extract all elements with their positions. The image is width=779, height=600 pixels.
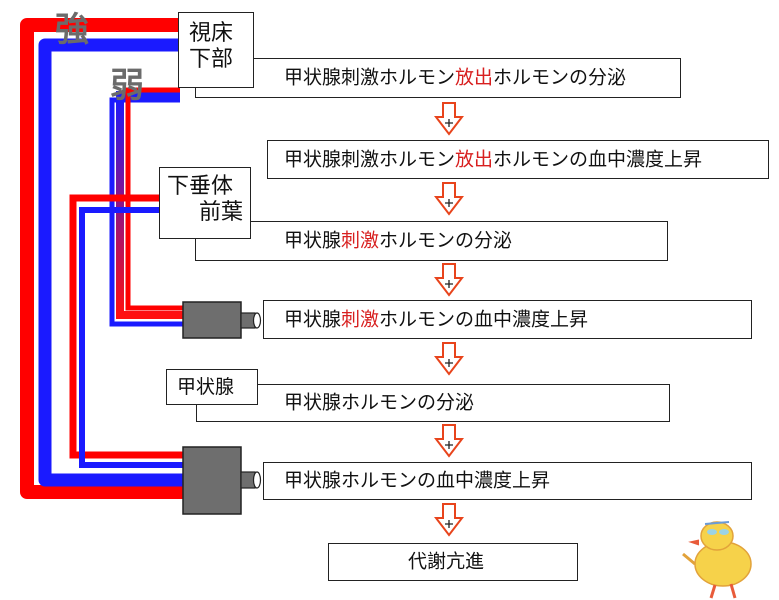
lower-sensor-block xyxy=(182,446,242,515)
step-bar-th-blood-level: 甲状腺ホルモンの血中濃度上昇 xyxy=(263,462,752,500)
thyroid-box: 甲状腺 xyxy=(166,369,258,405)
result-text: 代謝亢進 xyxy=(408,550,485,573)
pituitary-feedback-pipe-red xyxy=(69,194,185,459)
upper-sensor-block xyxy=(182,301,242,339)
thyroid-label: 甲状腺 xyxy=(177,376,235,398)
down-arrow-4 xyxy=(434,342,464,376)
step-text: 甲状腺ホルモンの分泌 xyxy=(284,391,475,414)
step-bar-trh-blood-level: 甲状腺刺激ホルモン放出ホルモンの血中濃度上昇 xyxy=(267,140,769,179)
step-text: ホルモンの分泌 xyxy=(493,66,627,89)
step-bar-tsh-blood-level: 甲状腺刺激ホルモンの血中濃度上昇 xyxy=(263,300,752,339)
step-text: 甲状腺 xyxy=(284,229,342,252)
down-arrow-3 xyxy=(434,263,464,297)
step-text: 甲状腺刺激ホルモン xyxy=(284,66,456,89)
step-text: 甲状腺刺激ホルモン xyxy=(284,148,456,170)
down-arrow-6 xyxy=(434,503,464,537)
pituitary-label-line1: 下垂体 xyxy=(167,174,234,199)
down-arrow-2 xyxy=(434,182,464,216)
hypothalamus-box: 視床 下部 xyxy=(178,12,254,88)
upper-sensor-tip xyxy=(252,312,262,329)
weak-feedback-pipe-gradient xyxy=(116,91,185,319)
down-arrow-1 xyxy=(434,102,464,136)
pituitary-box: 下垂体 前葉 xyxy=(159,167,251,239)
chick-drawing xyxy=(682,521,752,599)
hypothalamus-label-line2: 下部 xyxy=(189,47,234,72)
step-text: ホルモンの血中濃度上昇 xyxy=(379,308,589,330)
strong-feedback-pipe-blue xyxy=(38,38,185,487)
step-highlight: 放出 xyxy=(455,66,494,89)
lower-sensor-tip xyxy=(252,471,262,489)
down-arrow-5 xyxy=(434,424,464,458)
step-text: ホルモンの血中濃度上昇 xyxy=(493,148,703,170)
pituitary-label-line2: 前葉 xyxy=(199,200,244,225)
step-bar-trh-secretion: 甲状腺刺激ホルモン放出ホルモンの分泌 xyxy=(195,58,681,98)
step-bar-tsh-secretion: 甲状腺刺激ホルモンの分泌 xyxy=(195,221,668,261)
step-text: ホルモンの分泌 xyxy=(379,229,513,252)
strong-feedback-pipe-red xyxy=(20,18,185,499)
pituitary-feedback-pipe-blue xyxy=(79,207,185,468)
step-bar-th-secretion: 甲状腺ホルモンの分泌 xyxy=(196,384,670,422)
step-highlight: 放出 xyxy=(455,148,494,170)
step-text: 甲状腺 xyxy=(284,308,342,330)
strong-label: 強 xyxy=(55,10,89,50)
step-highlight: 刺激 xyxy=(341,229,380,252)
step-text: 甲状腺ホルモンの血中濃度上昇 xyxy=(284,469,551,492)
weak-label: 弱 xyxy=(110,66,144,106)
result-box: 代謝亢進 xyxy=(328,543,578,581)
step-highlight: 刺激 xyxy=(341,308,380,330)
hypothalamus-label-line1: 視床 xyxy=(189,21,234,46)
